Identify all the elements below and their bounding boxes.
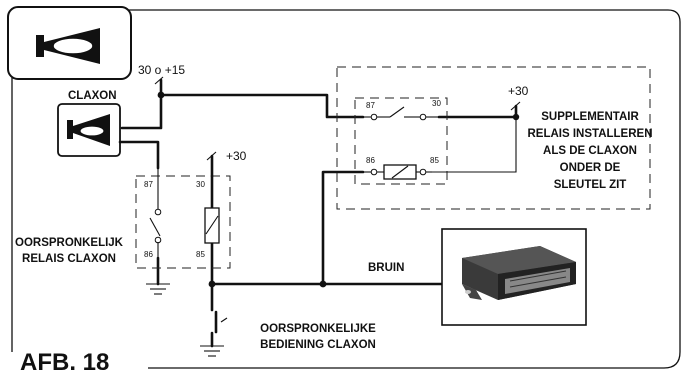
add-pin-85: 85 bbox=[430, 156, 439, 165]
supply-30-original-label: +30 bbox=[226, 149, 247, 163]
svg-text:OORSPRONKELIJKE: OORSPRONKELIJKE bbox=[260, 323, 376, 335]
horn-label: CLAXON bbox=[68, 90, 117, 102]
supply-switch-additional bbox=[510, 101, 521, 111]
add-pin-87: 87 bbox=[366, 101, 375, 110]
svg-text:SUPPLEMENTAIR: SUPPLEMENTAIR bbox=[541, 111, 639, 123]
svg-text:BEDIENING CLAXON: BEDIENING CLAXON bbox=[260, 339, 376, 351]
orig-pin-86: 86 bbox=[144, 250, 153, 259]
additional-relay-box bbox=[354, 97, 448, 185]
switch-symbol bbox=[214, 310, 228, 334]
orig-pin-87: 87 bbox=[144, 180, 153, 189]
svg-text:SLEUTEL ZIT: SLEUTEL ZIT bbox=[554, 179, 627, 191]
svg-text:RELAIS CLAXON: RELAIS CLAXON bbox=[22, 253, 116, 265]
relay-coil-symbol bbox=[204, 207, 220, 244]
supply-switch-original bbox=[206, 151, 217, 178]
junction-dot bbox=[208, 280, 216, 288]
supply-30-additional-label: +30 bbox=[508, 84, 529, 98]
original-relay-label: OORSPRONKELIJK RELAIS CLAXON bbox=[15, 237, 124, 265]
additional-relay-area bbox=[336, 66, 651, 210]
ground-symbol bbox=[200, 345, 224, 357]
control-unit-icon bbox=[441, 228, 587, 326]
orig-pin-30: 30 bbox=[196, 180, 205, 189]
svg-text:ONDER DE: ONDER DE bbox=[560, 162, 621, 174]
add-pin-86: 86 bbox=[366, 156, 375, 165]
figure-label: AFB. 18 bbox=[20, 349, 109, 376]
svg-text:RELAIS INSTALLEREN: RELAIS INSTALLEREN bbox=[527, 128, 652, 140]
wire-color-label: BRUIN bbox=[368, 262, 404, 274]
relay-coil-symbol bbox=[363, 117, 517, 180]
circuit-horn-symbol bbox=[57, 103, 121, 157]
horn-icon bbox=[7, 6, 132, 80]
wires bbox=[118, 93, 518, 348]
original-control-label: OORSPRONKELIJKE BEDIENING CLAXON bbox=[260, 323, 376, 351]
supply-ignition-label: 30 o +15 bbox=[138, 63, 185, 77]
add-pin-30: 30 bbox=[432, 99, 441, 108]
svg-text:ALS DE CLAXON: ALS DE CLAXON bbox=[543, 145, 637, 157]
additional-relay-instruction: SUPPLEMENTAIR RELAIS INSTALLEREN ALS DE … bbox=[527, 111, 652, 191]
original-relay-contacts bbox=[149, 168, 162, 258]
svg-text:OORSPRONKELIJK: OORSPRONKELIJK bbox=[15, 237, 124, 249]
junction-dot bbox=[512, 113, 520, 121]
orig-pin-85: 85 bbox=[196, 250, 205, 259]
additional-relay-contacts bbox=[363, 106, 439, 121]
ground-symbol bbox=[146, 283, 170, 295]
original-relay-box bbox=[135, 175, 231, 269]
junction-dot bbox=[319, 280, 327, 288]
